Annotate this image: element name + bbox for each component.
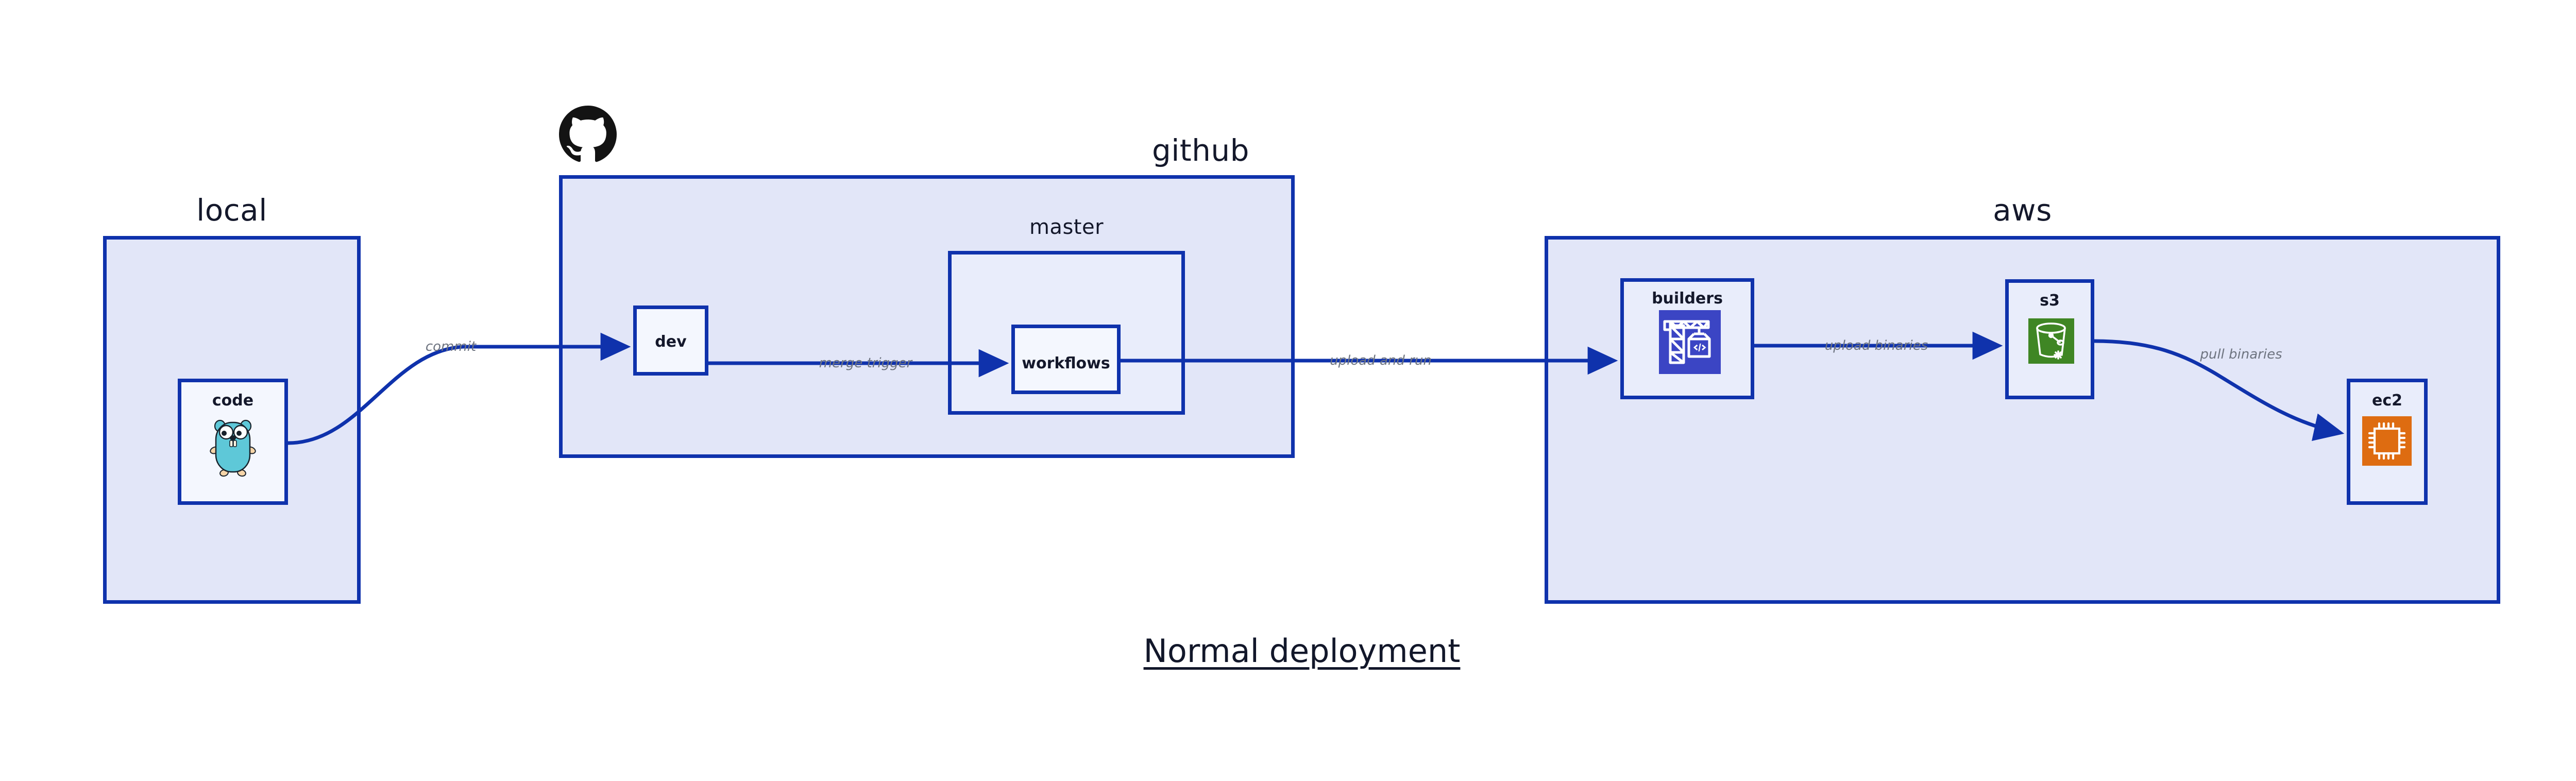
aws-s3-bucket-icon (2028, 318, 2074, 364)
group-label-github: github (1151, 133, 1249, 168)
node-label-code: code (212, 392, 254, 410)
node-label-workflows: workflows (1022, 354, 1110, 372)
edge-label-upload-binaries: upload binaries (1824, 338, 1928, 353)
edge-label-merge-trigger: merge trigger (819, 355, 912, 371)
group-label-local: local (196, 193, 267, 228)
node-label-s3: s3 (2040, 292, 2060, 310)
go-gopher-icon (210, 419, 256, 477)
group-label-aws: aws (1993, 193, 2052, 228)
edge-label-upload-and-run: upload and run (1330, 353, 1432, 368)
group-label-master: master (1029, 215, 1104, 239)
github-octocat-icon (559, 106, 617, 162)
edge-label-pull-binaries: pull binaries (2200, 347, 2282, 362)
node-workflows[interactable] (1011, 325, 1121, 394)
aws-ec2-chip-icon (2362, 416, 2412, 466)
diagram-title: Normal deployment (1143, 632, 1461, 670)
node-label-dev: dev (655, 333, 687, 351)
node-label-ec2: ec2 (2371, 392, 2402, 410)
node-dev[interactable] (633, 305, 708, 376)
edge-label-commit: commit (425, 339, 477, 354)
aws-codebuild-crane-icon (1659, 310, 1721, 374)
node-label-builders: builders (1652, 290, 1723, 308)
